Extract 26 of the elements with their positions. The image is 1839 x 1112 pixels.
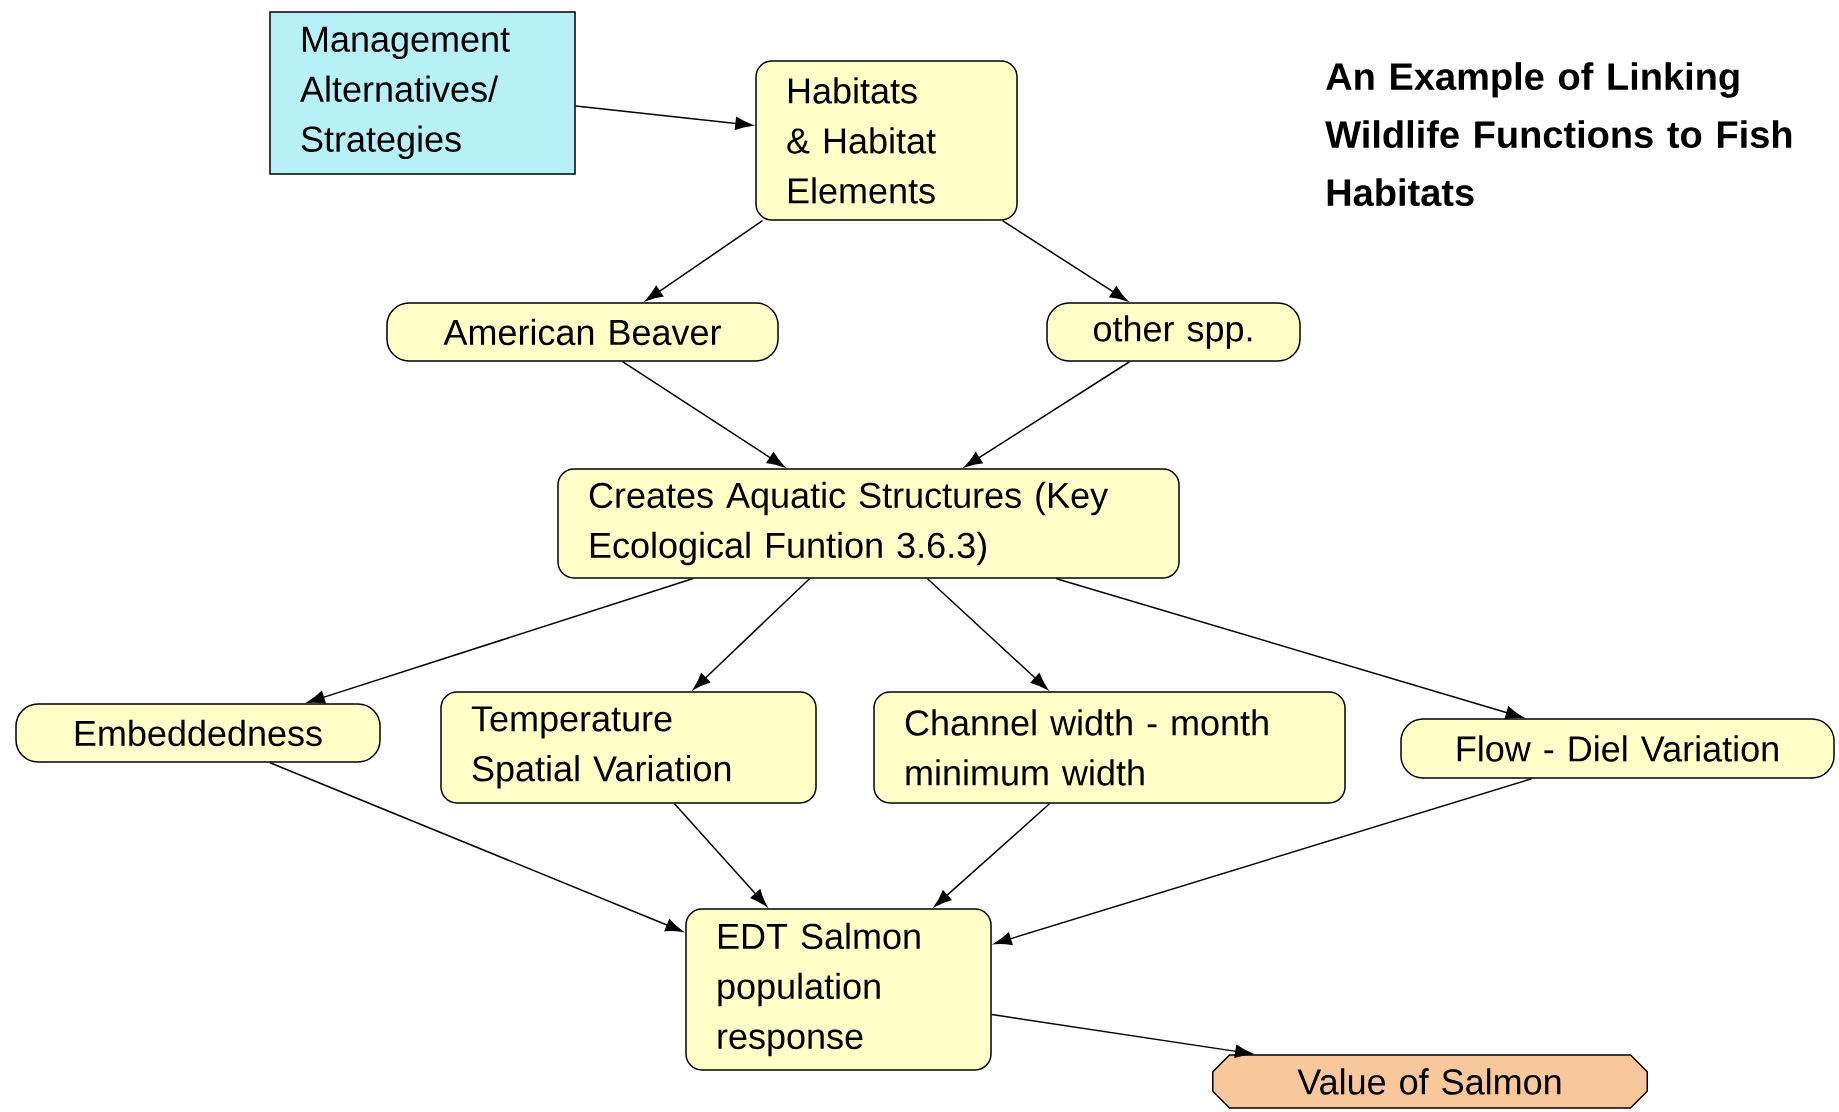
arrow bbox=[645, 220, 764, 302]
arrow bbox=[994, 778, 1533, 946]
species-box: other spp. bbox=[1046, 302, 1301, 362]
arrow bbox=[693, 578, 811, 690]
arrow bbox=[673, 803, 768, 907]
strategy-box: Management Alternatives/ Strategies bbox=[269, 11, 576, 175]
arrow bbox=[269, 762, 683, 932]
arrow bbox=[934, 803, 1051, 907]
outcome-hexagon: Value of Salmon bbox=[1212, 1054, 1648, 1109]
attribute-box: Flow - Diel Variation bbox=[1400, 718, 1835, 779]
process-box: Creates Aquatic Structures (Key Ecological Funtion 3.6.3) bbox=[557, 468, 1180, 579]
arrow bbox=[926, 578, 1048, 690]
arrow bbox=[991, 1013, 1253, 1058]
species-box: American Beaver bbox=[386, 302, 779, 362]
attribute-box: Temperature Spatial Variation bbox=[440, 691, 817, 804]
title: An Example of Linking Wildlife Functions to Fish Habitats bbox=[1325, 62, 1792, 207]
arrow bbox=[307, 578, 694, 704]
process-box: EDT Salmon population response bbox=[685, 908, 992, 1071]
process-box: Habitats & Habitat Elements bbox=[755, 60, 1018, 221]
arrow bbox=[1055, 578, 1524, 719]
arrow bbox=[964, 361, 1131, 468]
attribute-box: Embeddedness bbox=[15, 703, 381, 763]
arrow bbox=[1001, 220, 1128, 302]
arrow bbox=[575, 105, 753, 130]
arrow bbox=[621, 361, 785, 468]
attribute-box: Channel width - month minimum width bbox=[873, 691, 1346, 804]
